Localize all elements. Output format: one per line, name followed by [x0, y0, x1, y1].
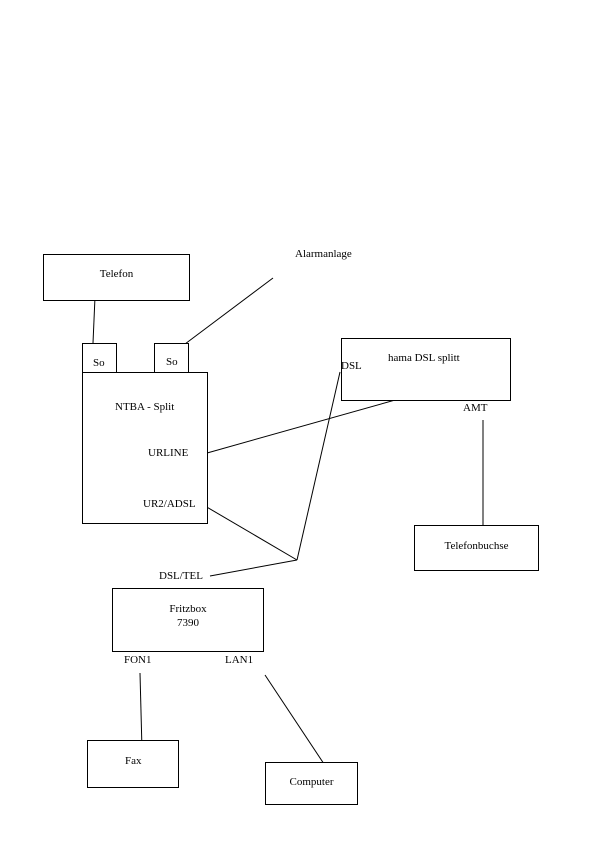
ntba-split-title: NTBA - Split	[115, 401, 175, 413]
urline-port-label: URLINE	[148, 447, 189, 459]
telefon-box	[43, 254, 190, 301]
fritzbox-model: 7390	[177, 617, 199, 629]
hama-dsl-splitter-title: hama DSL splitt	[388, 352, 460, 364]
lan1-port-label: LAN1	[225, 654, 254, 666]
ur2adsl-to-junction-line	[204, 505, 298, 561]
ntba-split-box	[82, 372, 208, 524]
junction-to-dsltel-line	[209, 559, 298, 577]
fax-label: Fax	[125, 755, 142, 767]
telefon-to-so-line	[92, 296, 96, 344]
computer-label: Computer	[289, 776, 334, 788]
alarmanlage-to-so-line	[180, 277, 274, 348]
amt-port-label: AMT	[463, 402, 488, 414]
so-socket-left-label: So	[93, 357, 105, 369]
fon1-port-label: FON1	[124, 654, 152, 666]
hama-dsl-port-label: DSL	[341, 360, 362, 372]
hama-dsl-to-junction-line	[296, 371, 341, 561]
fon1-to-fax-line	[139, 672, 143, 751]
so-socket-left	[82, 343, 117, 373]
so-socket-right	[154, 343, 189, 373]
lan1-to-computer-line	[264, 674, 331, 774]
telefonbuchse-label: Telefonbuchse	[444, 540, 509, 552]
computer-box	[265, 762, 358, 805]
urline-to-hama-line	[199, 392, 421, 456]
telefon-label: Telefon	[99, 268, 134, 280]
so-socket-right-label: So	[166, 356, 178, 368]
fax-box	[87, 740, 179, 788]
ur2-adsl-port-label: UR2/ADSL	[143, 498, 196, 510]
dsl-tel-port-label: DSL/TEL	[159, 570, 203, 582]
telefonbuchse-box	[414, 525, 539, 571]
fritzbox-title: Fritzbox	[169, 603, 207, 615]
hama-dsl-splitter-box	[341, 338, 511, 401]
fritzbox-box	[112, 588, 264, 652]
alarmanlage-label: Alarmanlage	[295, 248, 352, 260]
